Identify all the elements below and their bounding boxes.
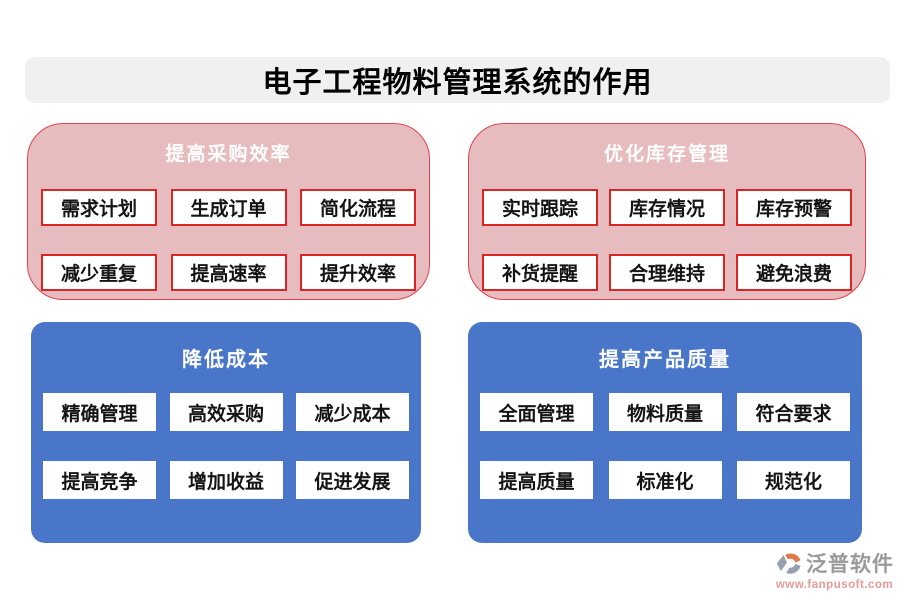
panel-inventory-optimization-title: 优化库存管理 (603, 144, 730, 165)
panel-cost-reduction: 降低成本 精确管理 高效采购 减少成本 提高竞争 增加收益 促进发展 (31, 322, 421, 543)
panel-row: 提高竞争 增加收益 促进发展 (31, 461, 421, 499)
item-box: 减少重复 (41, 254, 157, 291)
panel-inventory-optimization: 优化库存管理 实时跟踪 库存情况 库存预警 补货提醒 合理维持 避免浪费 (468, 123, 866, 300)
panel-row: 提高质量 标准化 规范化 (468, 461, 862, 499)
item-box: 库存情况 (609, 189, 725, 226)
fanpu-logo-icon (776, 552, 801, 574)
brand-url: www.fanpusoft.com (775, 579, 894, 591)
title-banner: 电子工程物料管理系统的作用 (25, 57, 890, 103)
panel-row: 补货提醒 合理维持 避免浪费 (469, 254, 865, 291)
item-box: 提高速率 (170, 254, 287, 291)
item-box: 简化流程 (300, 189, 416, 226)
item-box: 标准化 (608, 461, 722, 499)
panel-product-quality: 提高产品质量 全面管理 物料质量 符合要求 提高质量 标准化 规范化 (468, 322, 862, 543)
brand-name: 泛普软件 (806, 553, 894, 576)
item-box: 合理维持 (609, 254, 725, 291)
item-box: 全面管理 (480, 393, 593, 431)
panel-row: 全面管理 物料质量 符合要求 (468, 393, 862, 431)
item-box: 高效采购 (169, 393, 283, 431)
item-box: 促进发展 (296, 461, 409, 499)
item-box: 补货提醒 (482, 254, 598, 291)
item-box: 符合要求 (737, 393, 850, 431)
item-box: 减少成本 (296, 393, 409, 431)
item-box: 提高竞争 (43, 461, 156, 499)
watermark: 泛普软件 www.fanpusoft.com (775, 548, 894, 591)
panel-procurement-efficiency: 提高采购效率 需求计划 生成订单 简化流程 减少重复 提高速率 提升效率 (27, 123, 430, 300)
item-box: 库存预警 (736, 189, 852, 226)
panel-product-quality-title: 提高产品质量 (599, 349, 731, 371)
item-box: 实时跟踪 (482, 189, 598, 226)
panel-row: 需求计划 生成订单 简化流程 (28, 189, 429, 226)
item-box: 生成订单 (170, 189, 287, 226)
item-box: 提升效率 (300, 254, 416, 291)
panel-procurement-efficiency-title: 提高采购效率 (165, 144, 292, 165)
item-box: 增加收益 (169, 461, 283, 499)
page-title: 电子工程物料管理系统的作用 (262, 67, 653, 99)
item-box: 避免浪费 (736, 254, 852, 291)
panel-row: 实时跟踪 库存情况 库存预警 (469, 189, 865, 226)
item-box: 提高质量 (480, 461, 593, 499)
panel-row: 减少重复 提高速率 提升效率 (28, 254, 429, 291)
panel-cost-reduction-title: 降低成本 (182, 349, 270, 371)
item-box: 规范化 (737, 461, 850, 499)
brand-row: 泛普软件 (775, 548, 894, 578)
item-box: 物料质量 (608, 393, 722, 431)
item-box: 精确管理 (43, 393, 156, 431)
panel-row: 精确管理 高效采购 减少成本 (31, 393, 421, 431)
item-box: 需求计划 (41, 189, 157, 226)
